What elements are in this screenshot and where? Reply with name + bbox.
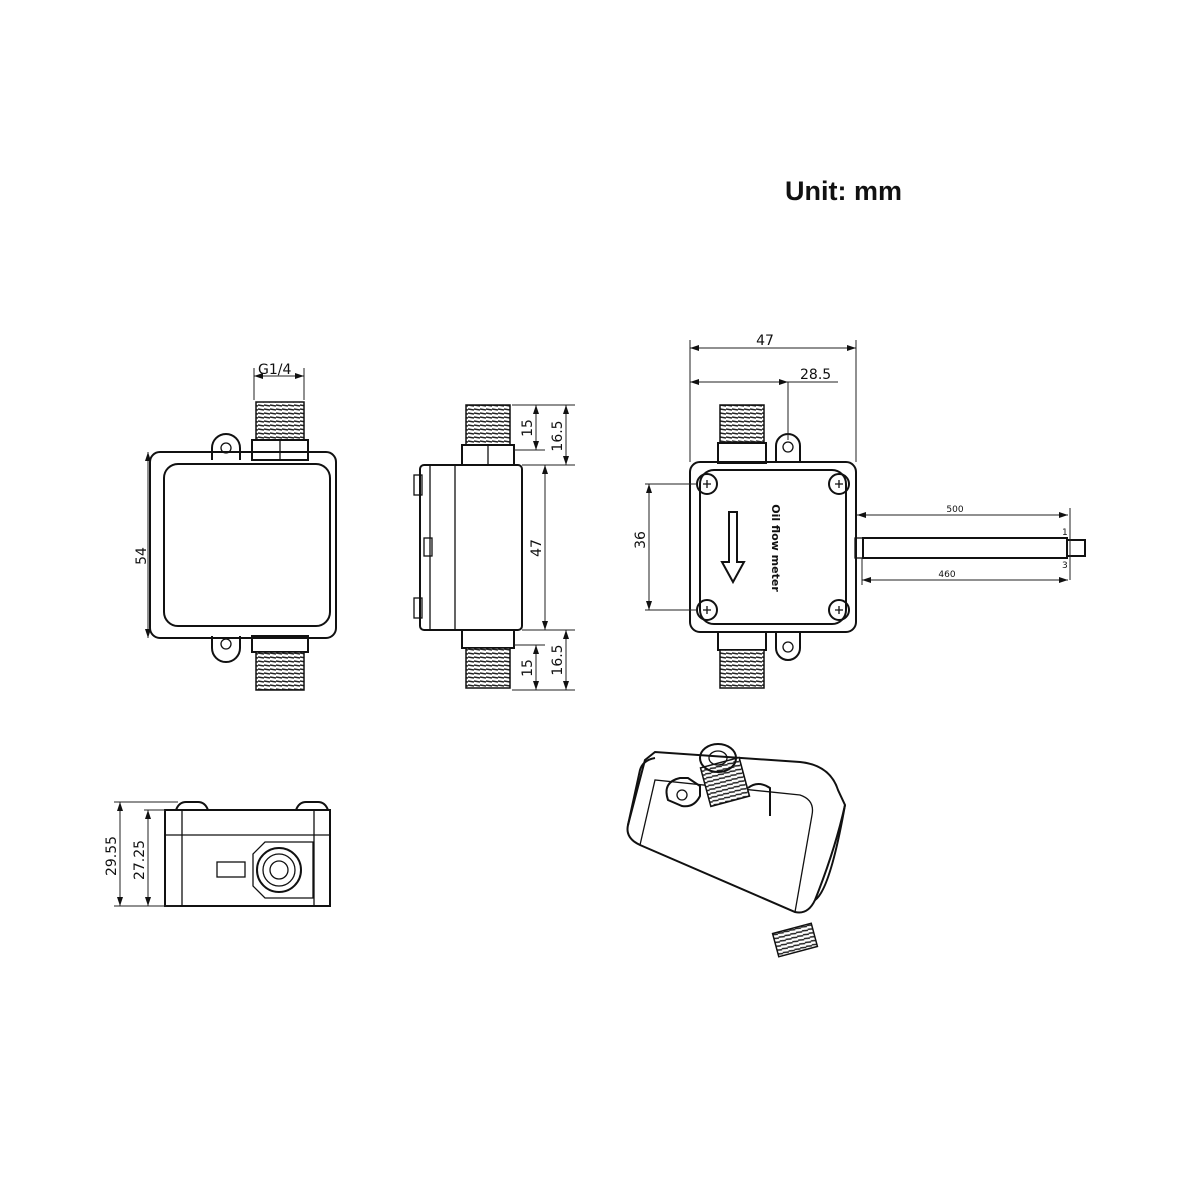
side-body bbox=[419, 464, 523, 631]
iso-top-thread bbox=[699, 756, 751, 808]
dim-29-55: 29.55 bbox=[104, 836, 120, 876]
bottom-thread bbox=[255, 651, 305, 691]
bottom-ear bbox=[211, 636, 241, 663]
dim-top-16-5: 16.5 bbox=[550, 420, 566, 451]
dim-top-15: 15 bbox=[520, 419, 536, 437]
dim-27-25: 27.25 bbox=[132, 840, 148, 880]
bottom-thread bbox=[719, 649, 765, 689]
dim-body-47: 47 bbox=[529, 539, 545, 557]
end-view: 29.55 27.25 bbox=[104, 801, 331, 907]
thread-size-label: G1/4 bbox=[258, 362, 291, 378]
front-view: G1/4 54 bbox=[134, 362, 337, 691]
connector bbox=[1066, 539, 1086, 557]
housing bbox=[689, 461, 857, 633]
flow-arrow-icon bbox=[720, 511, 746, 585]
top-thread bbox=[255, 401, 305, 441]
housing-face bbox=[163, 463, 331, 627]
end-body bbox=[164, 809, 331, 907]
dim-36: 36 bbox=[633, 531, 649, 549]
top-ear bbox=[211, 433, 241, 460]
dim-width-47: 47 bbox=[756, 333, 774, 349]
pin-3-label: 3 bbox=[1062, 561, 1068, 571]
top-thread bbox=[465, 404, 511, 446]
side-view: 15 16.5 47 15 16.5 bbox=[413, 404, 575, 691]
dim-cable-500: 500 bbox=[946, 505, 963, 515]
iso-body bbox=[626, 750, 847, 914]
unit-label: Unit: mm bbox=[785, 176, 902, 206]
top-view: Oil flow meter 47 28.5 36 500 460 1 3 bbox=[633, 333, 1086, 689]
housing-outer bbox=[149, 451, 337, 639]
isometric-view bbox=[626, 743, 847, 958]
cable bbox=[862, 537, 1068, 559]
body-label: Oil flow meter bbox=[769, 504, 782, 592]
dim-cable-460: 460 bbox=[938, 570, 955, 580]
dim-bottom-16-5: 16.5 bbox=[550, 644, 566, 675]
bottom-thread bbox=[465, 647, 511, 689]
iso-bottom-thread bbox=[771, 922, 819, 958]
pin-1-label: 1 bbox=[1062, 528, 1068, 538]
dim-28-5: 28.5 bbox=[800, 367, 831, 383]
height-54-label: 54 bbox=[134, 547, 150, 565]
top-thread bbox=[719, 404, 765, 444]
dim-bottom-15: 15 bbox=[520, 659, 536, 677]
